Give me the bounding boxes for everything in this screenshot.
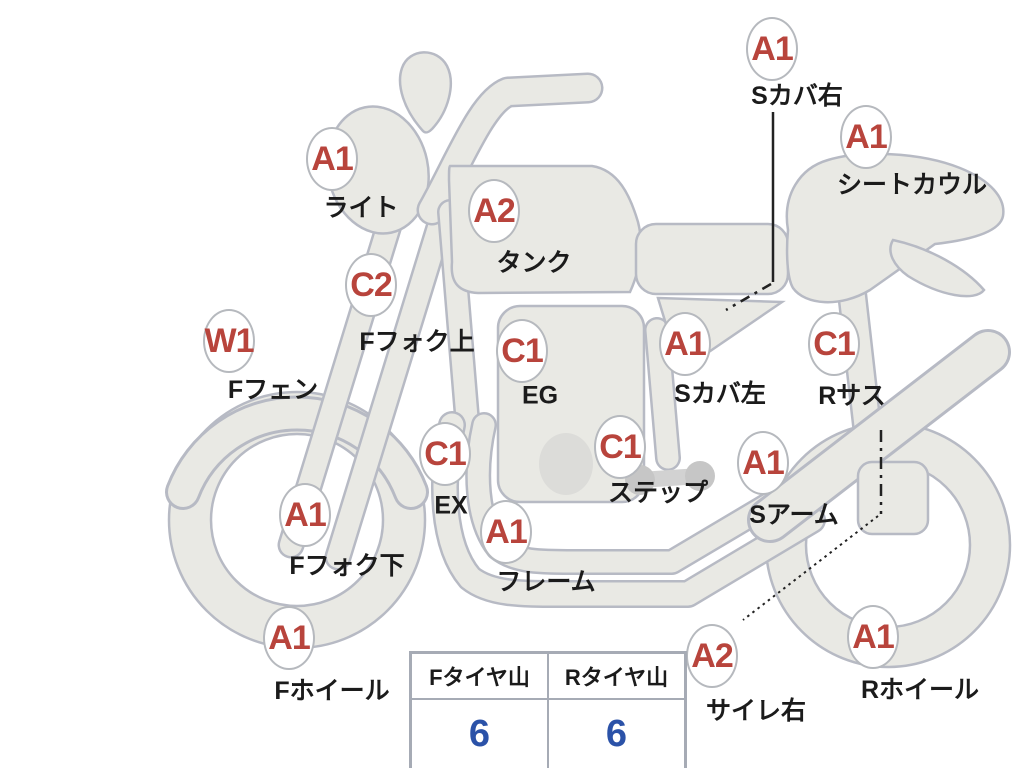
part-label-frame: フレーム (496, 568, 596, 596)
grade-badge-engine: C1 (496, 319, 548, 383)
part-label-rear-wheel: Rホイール (860, 676, 980, 704)
front-tire-tread-header: Fタイヤ山 (412, 654, 547, 698)
grade-badge-rear-wheel: A1 (847, 605, 899, 669)
part-label-light: ライト (323, 194, 399, 222)
pointer-dotted-muffler-right (742, 515, 879, 621)
front-tire-tread-value: 6 (412, 700, 547, 768)
grade-badge-swing-arm: A1 (737, 431, 789, 495)
part-label-muffler-right: サイレ右 (705, 697, 807, 725)
grade-badge-front-wheel: A1 (263, 606, 315, 670)
grade-badge-exhaust: C1 (419, 422, 471, 486)
grade-badge-seat-cowl: A1 (840, 105, 892, 169)
grade-badge-front-fork-upper: C2 (345, 253, 397, 317)
mirror (398, 51, 452, 134)
part-label-front-fork-upper: Fフォク上 (359, 328, 475, 356)
rear-fender-blade (889, 238, 986, 298)
rear-tire-tread-value: 6 (549, 700, 684, 768)
grade-badge-step: C1 (594, 415, 646, 479)
part-label-front-wheel: Fホイール (274, 677, 390, 705)
grade-badge-tank: A2 (468, 179, 520, 243)
grade-badge-front-fork-lower: A1 (279, 483, 331, 547)
part-label-step: ステップ (607, 479, 709, 507)
grade-badge-frame: A1 (480, 500, 532, 564)
part-label-side-cover-left: Sカバ左 (674, 380, 766, 408)
seat (634, 222, 790, 296)
part-label-rear-suspension: Rサス (818, 382, 886, 410)
part-label-swing-arm: Sアーム (749, 501, 839, 529)
grade-badge-light: A1 (306, 127, 358, 191)
part-label-tank: タンク (496, 249, 572, 277)
grade-badge-front-fender: W1 (203, 309, 255, 373)
part-label-engine: EG (521, 381, 559, 410)
grade-badge-side-cover-right: A1 (746, 17, 798, 81)
tire-tread-table: Fタイヤ山 Rタイヤ山 6 6 (409, 651, 687, 768)
chain-guard (856, 460, 930, 536)
rear-tire-tread-header: Rタイヤ山 (549, 654, 684, 698)
part-label-exhaust: EX (434, 491, 468, 520)
seat-cowl (785, 152, 1005, 304)
part-label-seat-cowl: シートカウル (836, 171, 988, 199)
part-label-side-cover-right: Sカバ右 (751, 82, 843, 110)
grade-badge-rear-suspension: C1 (808, 312, 860, 376)
part-label-front-fender: Fフェン (227, 376, 319, 404)
grade-badge-side-cover-left: A1 (659, 312, 711, 376)
pointer-dashdot-side-cover-right (725, 282, 772, 312)
part-label-front-fork-lower: Fフォク下 (289, 552, 405, 580)
grade-badge-muffler-right: A2 (686, 624, 738, 688)
